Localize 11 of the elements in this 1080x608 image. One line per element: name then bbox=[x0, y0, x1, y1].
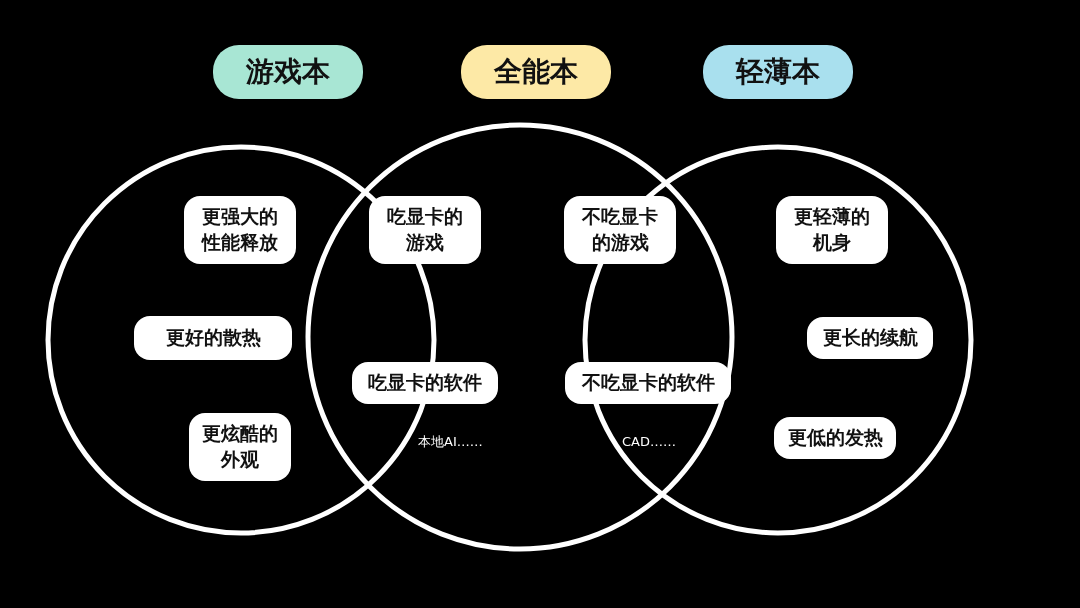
category-tag: 轻薄本 bbox=[703, 45, 853, 99]
feature-tag: 更强大的性能释放 bbox=[184, 196, 296, 264]
feature-tag: 更低的发热 bbox=[774, 417, 896, 459]
example-text: 本地AI…… bbox=[418, 433, 483, 451]
feature-tag: 更好的散热 bbox=[134, 316, 292, 360]
category-tag: 全能本 bbox=[461, 45, 611, 99]
feature-tag: 更轻薄的机身 bbox=[776, 196, 888, 264]
category-tag: 游戏本 bbox=[213, 45, 363, 99]
example-text: CAD…… bbox=[622, 433, 676, 451]
feature-tag: 更长的续航 bbox=[807, 317, 933, 359]
feature-tag: 更炫酷的外观 bbox=[189, 413, 291, 481]
